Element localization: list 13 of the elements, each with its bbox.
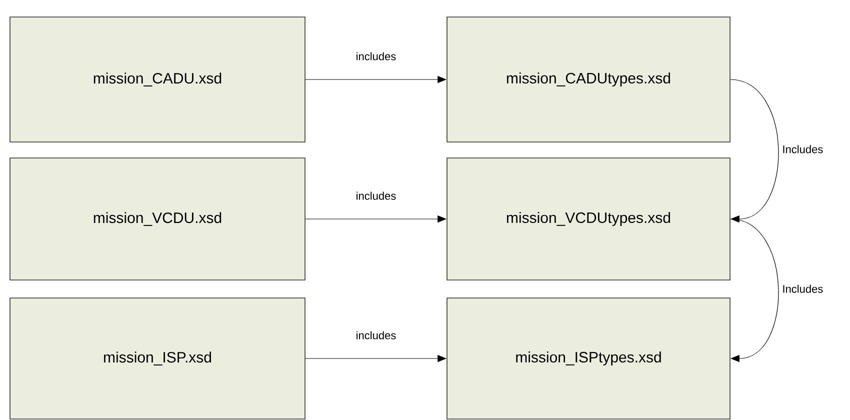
file-box: mission_CADU.xsd	[10, 16, 306, 142]
file-box: mission_CADUtypes.xsd	[446, 16, 730, 142]
file-box: mission_VCDU.xsd	[10, 158, 306, 280]
edge-label: includes	[356, 52, 396, 60]
curved-arrow	[730, 218, 779, 362]
edge-label: includes	[356, 192, 396, 200]
edge-label: Includes	[783, 284, 823, 293]
edge-label: Includes	[783, 145, 823, 154]
file-box: mission_ISP.xsd	[10, 298, 306, 420]
curved-arrow	[730, 79, 779, 223]
edge-label: includes	[356, 331, 396, 340]
file-box: mission_VCDUtypes.xsd	[446, 158, 730, 280]
file-box: mission_ISPtypes.xsd	[446, 298, 730, 420]
